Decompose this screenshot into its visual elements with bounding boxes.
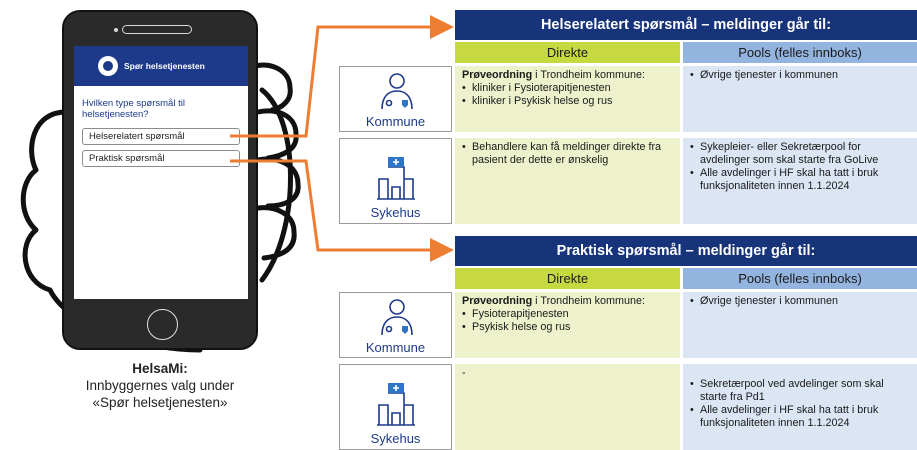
phone-mockup: Spør helsetjenesten Hvilken type spørsmå… [62,10,258,350]
list-item: Sykepleier- eller Sekretærpool for avdel… [690,141,910,167]
caption-title: HelsaMi: [132,361,188,376]
section2-direct-header: Direkte [455,268,680,289]
section1-direct-header: Direkte [455,42,680,63]
section1-kommune-label: Kommune [365,114,426,129]
caption-line1: Innbyggernes valg under [85,378,235,393]
list-item: Fysioterapitjenesten [462,308,673,321]
option-helserelatert-button[interactable]: Helserelatert spørsmål [82,128,240,145]
trial-label: Prøveordning [462,295,533,307]
app-bar: Spør helsetjenesten [74,46,248,86]
list-item: Behandlere kan få meldinger direkte fra … [462,141,673,167]
list-item: Psykisk helse og rus [462,321,673,334]
list-item: kliniker i Fysioterapitjenesten [462,82,673,95]
section1-sykehus-box: Sykehus [339,138,452,224]
section2-kommune-label: Kommune [365,340,426,355]
section2-sykehus-pools: Sekretærpool ved avdelinger som skal sta… [683,364,917,450]
trial-label: Prøveordning [462,69,533,81]
helsami-logo-icon [98,56,118,76]
list-item: Øvrige tjenester i kommunen [690,69,910,82]
section1-header: Helserelatert spørsmål – meldinger går t… [455,10,917,40]
section2-kommune-box: Kommune [339,292,452,358]
section1-kommune-box: Kommune [339,66,452,132]
list-item: Sekretærpool ved avdelinger som skal sta… [690,378,910,404]
section2-sykehus-box: Sykehus [339,364,452,450]
caption-line2: «Spør helsetjenesten» [92,395,228,410]
section1-kommune-direct: Prøveordning i Trondheim kommune: klinik… [455,66,680,132]
trial-scope: i Trondheim kommune: [532,69,646,81]
section2-kommune-direct: Prøveordning i Trondheim kommune: Fysiot… [455,292,680,358]
question-text: Hvilken type spørsmål til helsetjenesten… [82,98,185,120]
section1-pools-header: Pools (felles innboks) [683,42,917,63]
section2-pools-header: Pools (felles innboks) [683,268,917,289]
caption: HelsaMi: Innbyggernes valg under «Spør h… [62,360,258,411]
list-item: kliniker i Psykisk helse og rus [462,95,673,108]
section2-kommune-pools: Øvrige tjenester i kommunen [683,292,917,358]
app-title: Spør helsetjenesten [124,61,205,71]
section2-sykehus-direct: - [455,364,680,450]
phone-screen: Spør helsetjenesten Hvilken type spørsmå… [74,46,248,299]
phone-camera-dot [114,27,118,32]
hospital-icon [377,383,415,426]
list-item: Alle avdelinger i HF skal ha tatt i bruk… [690,404,910,430]
direct-none-text: - [462,367,466,379]
list-item: Øvrige tjenester i kommunen [690,295,910,308]
option-praktisk-button[interactable]: Praktisk spørsmål [82,150,240,167]
health-worker-icon [381,299,413,336]
trial-scope: i Trondheim kommune: [532,295,646,307]
section1-sykehus-direct: Behandlere kan få meldinger direkte fra … [455,138,680,224]
phone-speaker [114,25,192,34]
list-item: Alle avdelinger i HF skal ha tatt i bruk… [690,167,910,193]
section1-sykehus-label: Sykehus [370,205,421,220]
section1-kommune-pools: Øvrige tjenester i kommunen [683,66,917,132]
section2-sykehus-label: Sykehus [370,431,421,446]
section1-sykehus-pools: Sykepleier- eller Sekretærpool for avdel… [683,138,917,224]
section2-header: Praktisk spørsmål – meldinger går til: [455,236,917,266]
hospital-icon [377,157,415,200]
phone-home-button [147,309,178,340]
health-worker-icon [381,73,413,110]
